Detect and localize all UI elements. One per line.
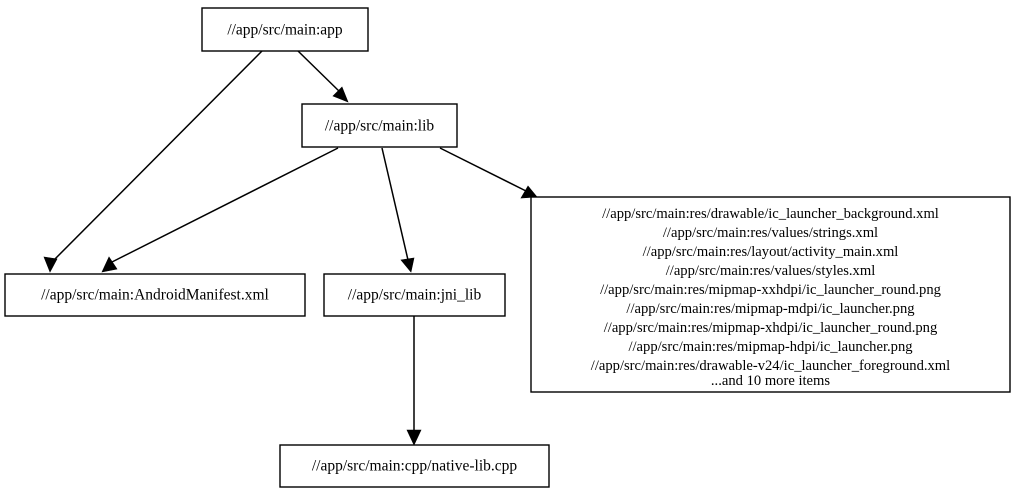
node-android-manifest-box[interactable] (4, 273, 306, 317)
graph-edges (43, 50, 538, 446)
node-android-manifest[interactable]: //app/src/main:AndroidManifest.xml (4, 273, 306, 317)
node-resources-box[interactable] (530, 196, 1011, 393)
edge-lib-to-jni-lib (381, 147, 415, 273)
node-resources-line-1: //app/src/main:res/values/strings.xml (663, 225, 878, 241)
node-resources-line-6: //app/src/main:res/mipmap-xhdpi/ic_launc… (604, 320, 938, 336)
node-resources-line-7: //app/src/main:res/mipmap-hdpi/ic_launch… (628, 339, 913, 355)
node-jni-lib-box[interactable] (323, 273, 506, 317)
node-lib-box[interactable] (301, 103, 458, 148)
node-resources-line-4: //app/src/main:res/mipmap-xxhdpi/ic_laun… (600, 282, 942, 298)
node-resources-line-2: //app/src/main:res/layout/activity_main.… (643, 244, 899, 260)
node-app-label: //app/src/main:app (227, 22, 343, 39)
node-resources-line-8: //app/src/main:res/drawable-v24/ic_launc… (591, 358, 950, 374)
node-resources-line-3: //app/src/main:res/values/styles.xml (666, 263, 876, 279)
edge-jni-lib-to-native-lib (406, 316, 422, 446)
node-native-lib-cpp-box[interactable] (279, 444, 550, 488)
node-resources-line-5: //app/src/main:res/mipmap-mdpi/ic_launch… (626, 301, 915, 317)
edge-app-to-lib (297, 50, 349, 103)
node-lib[interactable]: //app/src/main:lib (301, 103, 458, 148)
node-native-lib-cpp[interactable]: //app/src/main:cpp/native-lib.cpp (279, 444, 550, 488)
edge-app-to-manifest (43, 50, 263, 273)
node-lib-label: //app/src/main:lib (325, 118, 435, 135)
edge-lib-to-manifest (101, 147, 339, 273)
node-resources[interactable]: //app/src/main:res/drawable/ic_launcher_… (530, 196, 1011, 393)
node-android-manifest-label: //app/src/main:AndroidManifest.xml (41, 287, 269, 304)
node-resources-line-9: ...and 10 more items (711, 373, 830, 389)
node-resources-line-0: //app/src/main:res/drawable/ic_launcher_… (602, 206, 939, 222)
node-jni-lib[interactable]: //app/src/main:jni_lib (323, 273, 506, 317)
node-jni-lib-label: //app/src/main:jni_lib (348, 287, 482, 304)
node-native-lib-cpp-label: //app/src/main:cpp/native-lib.cpp (312, 458, 518, 475)
node-app-box[interactable] (201, 7, 369, 52)
node-app[interactable]: //app/src/main:app (201, 7, 369, 52)
graph-nodes: //app/src/main:app //app/src/main:lib //… (4, 7, 1011, 488)
edge-lib-to-resources (439, 147, 538, 199)
